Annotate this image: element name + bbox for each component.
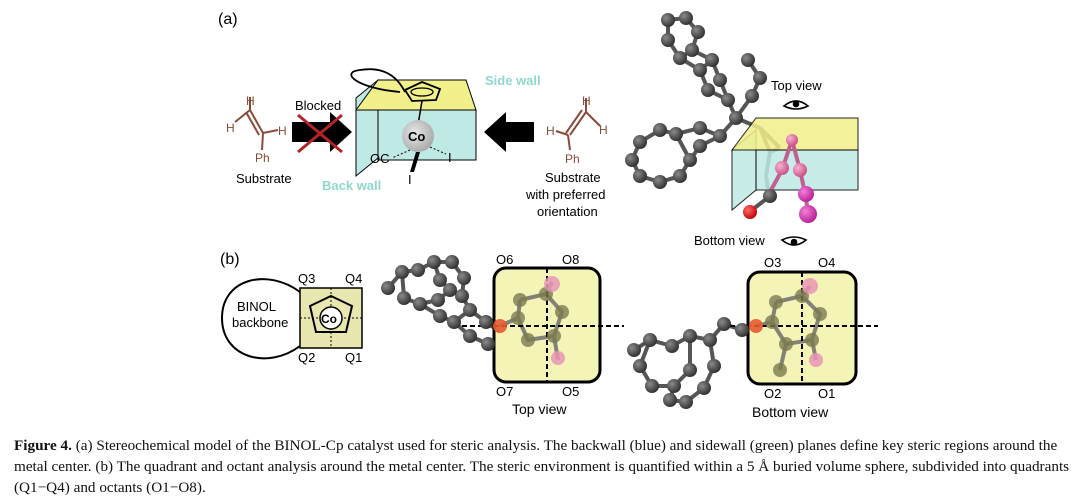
q1-label: Q1: [345, 350, 362, 365]
o6-label: O6: [496, 252, 513, 267]
iodide-bottom-label: I: [408, 172, 412, 187]
blocked-label: Blocked: [295, 98, 341, 113]
bottom-view-label: Bottom view: [752, 404, 829, 420]
co-label: Co: [321, 312, 337, 326]
cp-ring: [403, 81, 442, 102]
panel-b-label: (b): [220, 251, 240, 268]
h-label: H: [278, 124, 287, 138]
panel-a-label: (a): [218, 11, 238, 28]
o5-label: O5: [562, 384, 579, 399]
caption-text: (a) Stereochemical model of the BINOL-Cp…: [14, 437, 1070, 496]
eye-icon: [780, 236, 808, 246]
h-label: H: [226, 121, 235, 135]
binol-label: backbone: [232, 315, 288, 330]
catalyst-bottom-view: [627, 270, 878, 409]
iodide-right-label: I: [448, 150, 452, 165]
top-view-label: Top view: [512, 401, 567, 417]
catalyst-top-view: [381, 255, 624, 384]
h-label: H: [599, 123, 608, 137]
oc-label: OC: [370, 151, 390, 166]
side-wall-label: Side wall: [485, 73, 541, 88]
h-label: H: [546, 124, 555, 138]
o4-label: O4: [818, 255, 835, 270]
substrate-right-label: with preferred: [525, 187, 605, 202]
co-atom: [402, 120, 434, 152]
ph-label: Ph: [565, 152, 580, 166]
o8-label: O8: [562, 252, 579, 267]
q3-label: Q3: [298, 271, 315, 286]
o7-label: O7: [496, 384, 513, 399]
o1-label: O1: [818, 386, 835, 401]
co-label: Co: [408, 129, 425, 144]
h-label: H: [582, 94, 591, 108]
top-view-label: Top view: [771, 78, 822, 93]
figure-caption: Figure 4. (a) Stereochemical model of th…: [14, 435, 1070, 498]
substrate-right-label: Substrate: [545, 170, 601, 185]
substrate-right-molecule: [555, 98, 601, 151]
o2-label: O2: [764, 386, 781, 401]
binol-loop: [350, 68, 406, 93]
eye-icon: [782, 100, 810, 110]
binol-bubble: [220, 278, 301, 360]
substrate-left-molecule: [234, 97, 279, 151]
ph-label: Ph: [255, 151, 270, 165]
substrate-right-label: orientation: [537, 204, 598, 219]
preferred-arrow: [484, 112, 534, 152]
o3-label: O3: [764, 255, 781, 270]
bottom-view-label: Bottom view: [694, 233, 765, 248]
caption-label: Figure 4.: [14, 437, 72, 454]
catalyst-3d-model-a: [625, 11, 859, 223]
substrate-left-label: Substrate: [236, 171, 292, 186]
q4-label: Q4: [345, 271, 362, 286]
h-label: H: [246, 94, 255, 108]
cp-ring-inner: [410, 87, 434, 97]
back-wall-label: Back wall: [322, 178, 381, 193]
binol-label: BINOL: [237, 299, 276, 314]
q2-label: Q2: [298, 350, 315, 365]
cross-mark: [297, 113, 343, 154]
figure-4: (a) H H H Ph Substrate Blocked Co OC I I…: [218, 11, 878, 420]
